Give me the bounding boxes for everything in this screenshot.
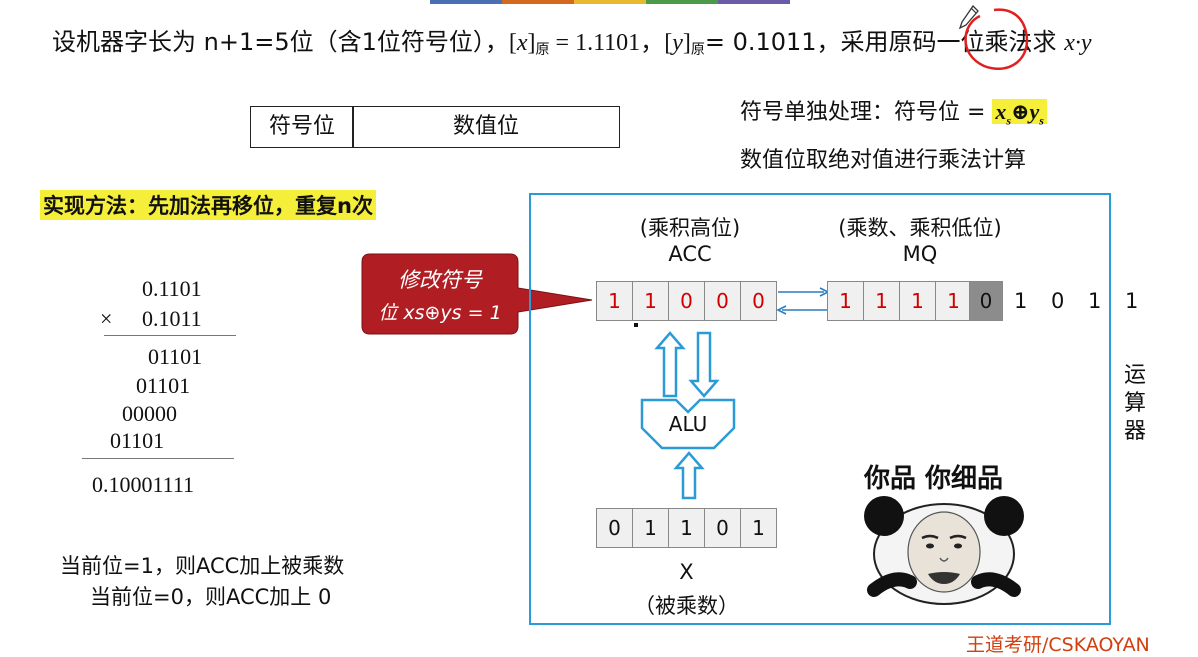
multiplicand: 0.1101 <box>142 276 202 301</box>
sign-rule-text: 符号单独处理：符号位 = <box>740 100 993 125</box>
x-bit: 1 <box>668 508 705 548</box>
meme-caption: 你品 你细品 <box>864 464 1004 494</box>
acc-bit: 0 <box>668 281 705 321</box>
alu-label: ALU <box>668 412 708 436</box>
mq-shifted-bit: 0 <box>969 281 1003 321</box>
partial-product-3: 00000 <box>122 401 177 426</box>
annotation-circle <box>964 8 1029 71</box>
mq-bit: 1 <box>827 281 864 321</box>
rule-bit-0: 当前位=0，则ACC加上 0 <box>90 585 332 609</box>
multiplier: 0.1011 <box>142 306 202 331</box>
acc-caption: (乘积高位) <box>639 216 741 240</box>
pen-cursor-icon <box>958 4 979 30</box>
acc-bit: 1 <box>632 281 669 321</box>
x-bit: 1 <box>632 508 669 548</box>
target-expression: x·y <box>1064 30 1092 56</box>
brand-watermark: 王道考研/CSKAOYAN <box>966 634 1150 656</box>
y-symbol: y <box>672 30 683 56</box>
x-label: X <box>679 560 694 584</box>
panda-meme-image <box>864 496 1024 605</box>
x-to-alu-arrow <box>673 451 705 500</box>
transfer-arrows <box>776 287 830 315</box>
x-bit: 1 <box>740 508 777 548</box>
sign-rule-xor: xs⊕ys <box>992 99 1047 127</box>
acc-bit: 0 <box>740 281 777 321</box>
alu-block <box>640 398 736 450</box>
acc-label: ACC <box>668 242 712 266</box>
times-sign: × <box>100 306 113 331</box>
format-sign-cell: 符号位 <box>250 106 354 148</box>
shifted-out-bit: 0 <box>1051 289 1065 313</box>
callout-line-1: 修改符号 <box>398 268 482 292</box>
mq-bit: 1 <box>935 281 972 321</box>
final-result: 0.10001111 <box>92 472 195 497</box>
mq-bit: 1 <box>863 281 900 321</box>
shifted-out-bit: 1 <box>1088 289 1102 313</box>
x-subscript: 原 <box>535 43 550 58</box>
shifted-out-bit: 1 <box>1014 289 1028 313</box>
top-tab-strip <box>430 0 790 4</box>
callout-line-2: 位 xs⊕ys = 1 <box>378 302 502 324</box>
mq-bit: 1 <box>899 281 936 321</box>
partial-product-4: 01101 <box>110 428 165 453</box>
callout-shape <box>361 253 593 335</box>
processor-label-char: 运 <box>1124 363 1147 388</box>
alu-acc-arrows <box>654 331 720 398</box>
rule-bit-1: 当前位=1，则ACC加上被乘数 <box>60 554 345 578</box>
processor-frame <box>529 193 1111 625</box>
x-value: = 1.1101， <box>549 30 665 56</box>
cursor-dot <box>634 323 638 327</box>
acc-bit: 0 <box>704 281 741 321</box>
x-caption: （被乘数） <box>634 594 739 618</box>
shifted-out-bit: 1 <box>1125 289 1139 313</box>
x-bit: 0 <box>596 508 633 548</box>
y-value: = 0.1011，采用原码一位乘法求 <box>704 28 1065 56</box>
partial-product-2: 01101 <box>136 373 191 398</box>
sign-rule: 符号单独处理：符号位 = xs⊕ys <box>740 94 1047 128</box>
problem-statement: 设机器字长为 n+1=5位（含1位符号位），[x]原 = 1.1101，[y]原… <box>52 28 1092 58</box>
processor-label: 运 算 器 <box>1124 362 1148 446</box>
mq-caption: (乘数、乘积低位) <box>838 216 1002 240</box>
calc-divider-top <box>104 335 236 336</box>
x-symbol: x <box>516 30 528 56</box>
x-bit: 0 <box>704 508 741 548</box>
processor-label-char: 算 <box>1124 391 1147 416</box>
partial-product-1: 01101 <box>148 344 203 369</box>
title-prefix: 设机器字长为 n+1=5位（含1位符号位）， <box>52 28 509 56</box>
y-subscript: 原 <box>690 43 705 58</box>
calc-divider-bottom <box>82 458 234 459</box>
abs-rule: 数值位取绝对值进行乘法计算 <box>740 148 1027 173</box>
format-value-cell: 数值位 <box>352 106 620 148</box>
mq-label: MQ <box>902 242 938 266</box>
acc-bit: 1 <box>596 281 633 321</box>
processor-label-char: 器 <box>1124 419 1147 444</box>
method-heading: 实现方法：先加法再移位，重复n次 <box>40 190 376 220</box>
